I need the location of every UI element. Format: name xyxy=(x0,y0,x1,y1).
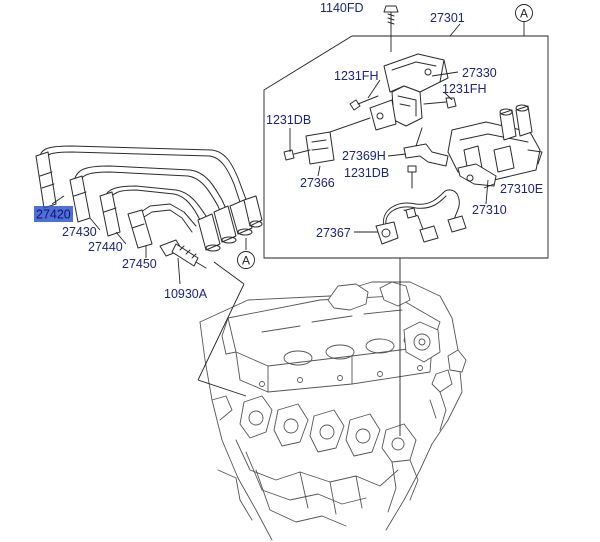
part-label-27430[interactable]: 27430 xyxy=(62,225,97,239)
bolt-1231db-right xyxy=(407,165,417,189)
spark-plug-location-leaders xyxy=(197,261,247,397)
part-label-27440[interactable]: 27440 xyxy=(88,240,123,254)
part-label-27330[interactable]: 27330 xyxy=(462,66,497,80)
spark-plug-cables-illustration xyxy=(35,145,263,252)
wire-harness-27367 xyxy=(375,189,467,245)
part-label-1231fh-left[interactable]: 1231FH xyxy=(334,69,378,83)
part-label-27367[interactable]: 27367 xyxy=(316,226,351,240)
reference-bubble-top[interactable]: A xyxy=(515,4,533,22)
selection-highlight-27420 xyxy=(34,206,73,222)
bolt-1231fh-right xyxy=(423,97,457,109)
spark-plug-10930a xyxy=(159,239,207,269)
clamp-27366 xyxy=(305,117,371,165)
part-label-27301[interactable]: 27301 xyxy=(430,11,465,25)
part-label-1140fd[interactable]: 1140FD xyxy=(320,1,364,15)
part-label-1231db-right[interactable]: 1231DB xyxy=(344,166,389,180)
label-leader-lines xyxy=(51,22,525,285)
ignition-coil-assembly-frame xyxy=(263,23,549,259)
ignition-coil-27310 xyxy=(447,104,543,187)
engine-block-illustration xyxy=(199,281,467,541)
ref-a-top-label: A xyxy=(520,7,528,21)
part-label-27310e[interactable]: 27310E xyxy=(500,182,543,196)
coil-bracket-27330 xyxy=(369,53,449,131)
ref-a-bottom-label: A xyxy=(242,254,250,268)
part-label-27450[interactable]: 27450 xyxy=(122,257,157,271)
bracket-27369h xyxy=(403,127,449,167)
part-label-27366[interactable]: 27366 xyxy=(300,176,335,190)
reference-bubble-bottom[interactable]: A xyxy=(237,251,255,269)
part-label-27420[interactable]: 27420 xyxy=(36,208,71,222)
part-label-1231fh-right[interactable]: 1231FH xyxy=(442,82,486,96)
bolt-1231db-left xyxy=(283,149,311,161)
bolt-1140fd-illustration xyxy=(383,5,399,52)
part-label-10930a[interactable]: 10930A xyxy=(164,287,208,301)
part-label-27369h[interactable]: 27369H xyxy=(342,149,386,163)
part-label-1231db-left[interactable]: 1231DB xyxy=(266,113,311,127)
bolt-1231fh-left xyxy=(349,95,379,111)
part-label-27310[interactable]: 27310 xyxy=(472,203,507,217)
